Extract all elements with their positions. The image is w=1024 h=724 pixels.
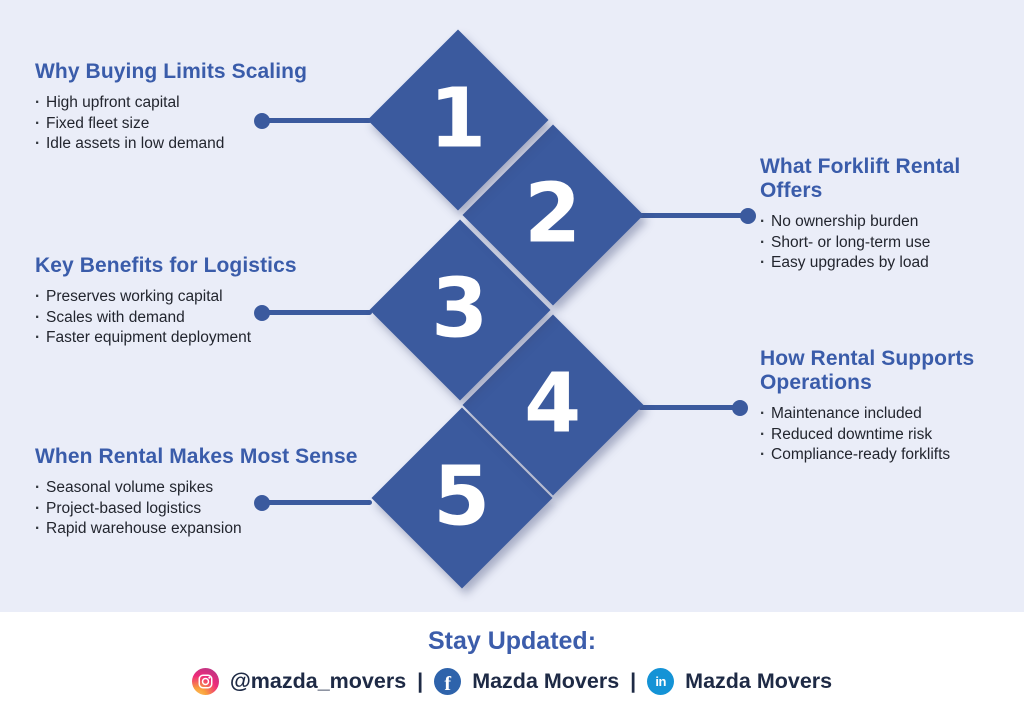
bullet-item: · Faster equipment deployment <box>35 328 365 349</box>
bullet-dot: · <box>35 288 41 305</box>
section-key-benefits: Key Benefits for Logistics · Preserves w… <box>35 254 365 349</box>
bullet-dot: · <box>760 254 766 271</box>
connector-line-3 <box>254 304 372 321</box>
bullet-dot: · <box>35 479 41 496</box>
stay-updated-heading: Stay Updated: <box>427 627 597 655</box>
bullet-item: · High upfront capital <box>35 93 365 114</box>
bullet-item: · Compliance-ready forklifts <box>760 445 1016 466</box>
section-when-rental: When Rental Makes Most Sense · Seasonal … <box>35 445 365 540</box>
section-title: Why Buying Limits Scaling <box>35 60 308 83</box>
diamond-number: 3 <box>431 262 489 357</box>
bullet-dot: · <box>760 233 766 251</box>
section-why-buying: Why Buying Limits Scaling · High upfront… <box>35 60 365 155</box>
diamond-number: 4 <box>524 357 582 452</box>
bullet-text: Short- or long-term use <box>771 233 931 251</box>
bullet-item: · Project-based logistics <box>35 499 365 520</box>
bullet-dot: · <box>760 425 766 443</box>
bullet-dot: · <box>760 446 766 463</box>
bullet-text: No ownership burden <box>771 213 919 230</box>
linkedin-handle[interactable]: Mazda Movers <box>685 669 833 693</box>
section-title: How Rental Supports Operations <box>760 347 975 394</box>
bullet-dot: · <box>35 94 41 111</box>
section-rental-offers: What Forklift Rental Offers · No ownersh… <box>760 155 1016 274</box>
separator: | <box>417 669 424 693</box>
bullet-dot: · <box>35 114 41 132</box>
bullet-item: · Seasonal volume spikes <box>35 478 365 499</box>
bullet-text: High upfront capital <box>46 94 180 111</box>
linkedin-icon[interactable]: in <box>647 668 675 695</box>
facebook-f-glyph: f <box>444 673 452 695</box>
bullet-dot: · <box>35 329 41 346</box>
bullet-item: · Easy upgrades by load <box>760 253 1016 274</box>
section-title: Key Benefits for Logistics <box>35 254 297 277</box>
instagram-handle[interactable]: @mazda_movers <box>229 669 407 693</box>
bullet-item: · Idle assets in low demand <box>35 134 365 155</box>
bullet-text: Scales with demand <box>46 308 185 326</box>
linkedin-in-glyph: in <box>655 674 666 689</box>
connector-line-1 <box>254 112 372 129</box>
bullet-item: · Preserves working capital <box>35 287 365 308</box>
bullet-text: Compliance-ready forklifts <box>771 446 951 463</box>
bullet-item: · Rapid warehouse expansion <box>35 519 365 540</box>
bullet-item: · Scales with demand <box>35 308 365 329</box>
section-title: What Forklift Rental Offers <box>760 155 961 202</box>
bullet-text: Fixed fleet size <box>46 114 150 132</box>
diamond-number: 2 <box>524 167 582 262</box>
instagram-icon[interactable] <box>191 668 219 695</box>
diamond-number: 1 <box>429 72 487 167</box>
bullet-dot: · <box>35 135 41 152</box>
bullet-dot: · <box>35 520 41 537</box>
bullet-dot: · <box>760 405 766 422</box>
bullet-item: · Short- or long-term use <box>760 233 1016 254</box>
bullet-text: Easy upgrades by load <box>771 254 929 271</box>
bullet-text: Rapid warehouse expansion <box>46 520 242 537</box>
facebook-icon[interactable]: f <box>434 668 462 695</box>
connector-line-4 <box>638 399 748 416</box>
bullet-text: Maintenance included <box>771 405 922 422</box>
social-row: @mazda_movers | f Mazda Movers | in Mazd… <box>0 668 1024 695</box>
diamond-number: 5 <box>433 450 491 545</box>
footer: Stay Updated: @mazda_movers | f Mazda Mo… <box>0 612 1024 724</box>
bullet-dot: · <box>760 213 766 230</box>
bullet-text: Seasonal volume spikes <box>46 479 214 496</box>
bullet-item: · Maintenance included <box>760 404 1016 425</box>
bullet-dot: · <box>35 499 41 517</box>
bullet-text: Reduced downtime risk <box>771 425 933 443</box>
bullet-text: Project-based logistics <box>46 499 202 517</box>
bullet-item: · Fixed fleet size <box>35 114 365 135</box>
bullet-item: · No ownership burden <box>760 212 1016 233</box>
bullet-text: Preserves working capital <box>46 288 223 305</box>
connector-line-2 <box>638 207 756 224</box>
bullet-text: Idle assets in low demand <box>46 135 225 152</box>
section-supports-operations: How Rental Supports Operations · Mainten… <box>760 347 1016 466</box>
bullet-text: Faster equipment deployment <box>46 329 252 346</box>
section-title: When Rental Makes Most Sense <box>35 445 358 468</box>
facebook-handle[interactable]: Mazda Movers <box>472 669 620 693</box>
bullet-item: · Reduced downtime risk <box>760 425 1016 446</box>
bullet-dot: · <box>35 308 41 326</box>
separator: | <box>630 669 637 693</box>
connector-line-5 <box>254 494 372 511</box>
